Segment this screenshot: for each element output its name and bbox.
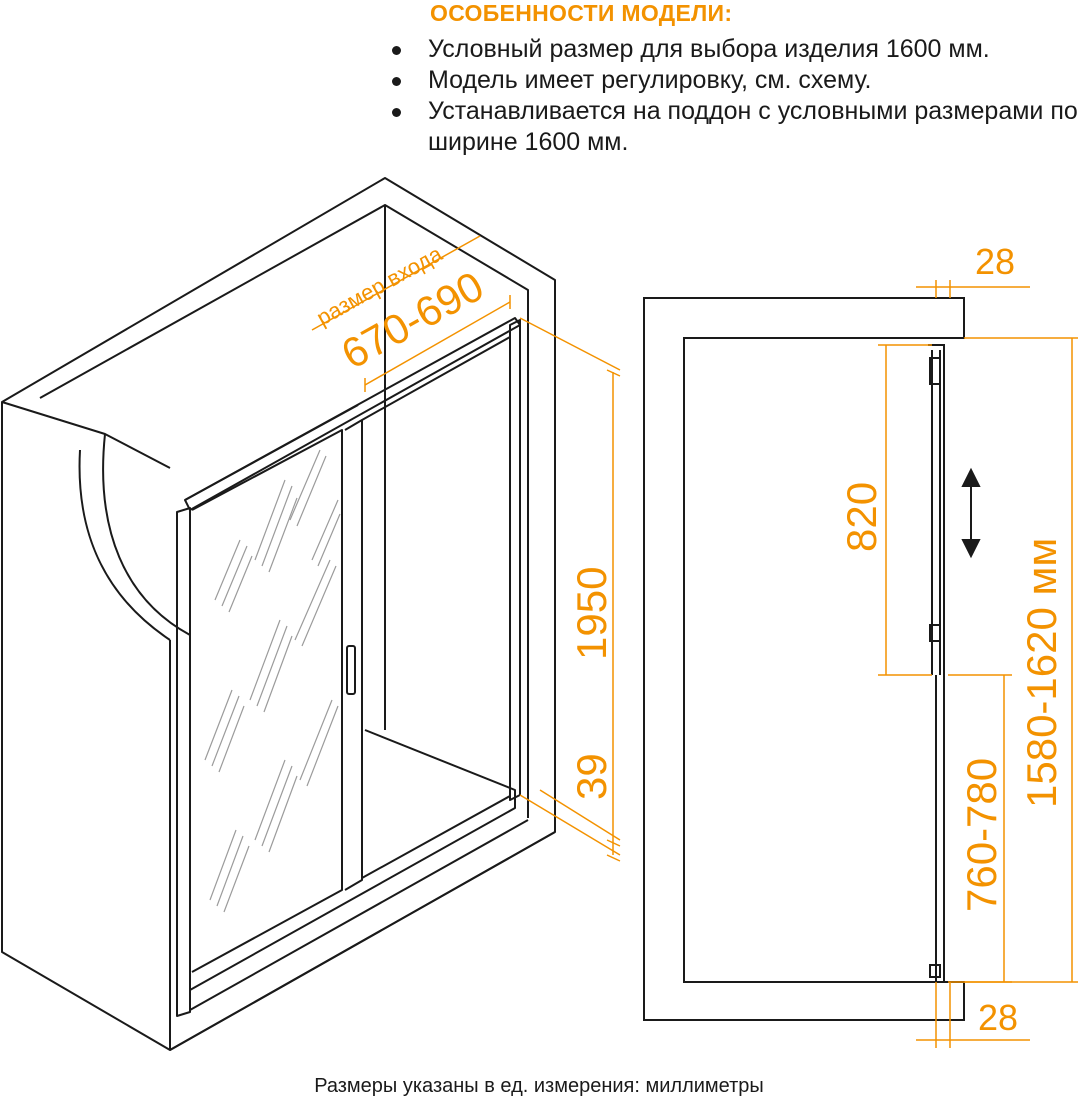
lower-panel-dim: 760-780	[958, 758, 1005, 912]
features-list: Условный размер для выбора изделия 1600 …	[392, 34, 1078, 158]
bullet-icon	[392, 77, 401, 86]
adjust-range-dim: 820	[838, 482, 885, 552]
bottom-gap-dim: 28	[978, 997, 1018, 1038]
bullet-icon	[392, 46, 401, 55]
side-dimensions	[878, 280, 1078, 1048]
bullet-icon	[392, 108, 401, 117]
features-heading: ОСОБЕННОСТИ МОДЕЛИ:	[430, 0, 733, 26]
feature-item: Условный размер для выбора изделия 1600 …	[392, 34, 1078, 65]
height-dim: 1950	[568, 567, 615, 660]
feature-item: Модель имеет регулировку, см. схему.	[392, 65, 1078, 96]
top-gap-dim: 28	[975, 241, 1015, 282]
total-dim: 1580-1620 мм	[1018, 538, 1065, 808]
base-dim: 39	[568, 753, 615, 800]
footnote: Размеры указаны в ед. измерения: миллиме…	[314, 1075, 764, 1097]
side-view	[643, 297, 965, 1021]
glass-texture	[204, 449, 341, 913]
adjust-arrow-icon	[961, 467, 981, 559]
iso-dimensions	[311, 235, 621, 862]
feature-item: Устанавливается на поддон с условными ра…	[392, 96, 1078, 158]
